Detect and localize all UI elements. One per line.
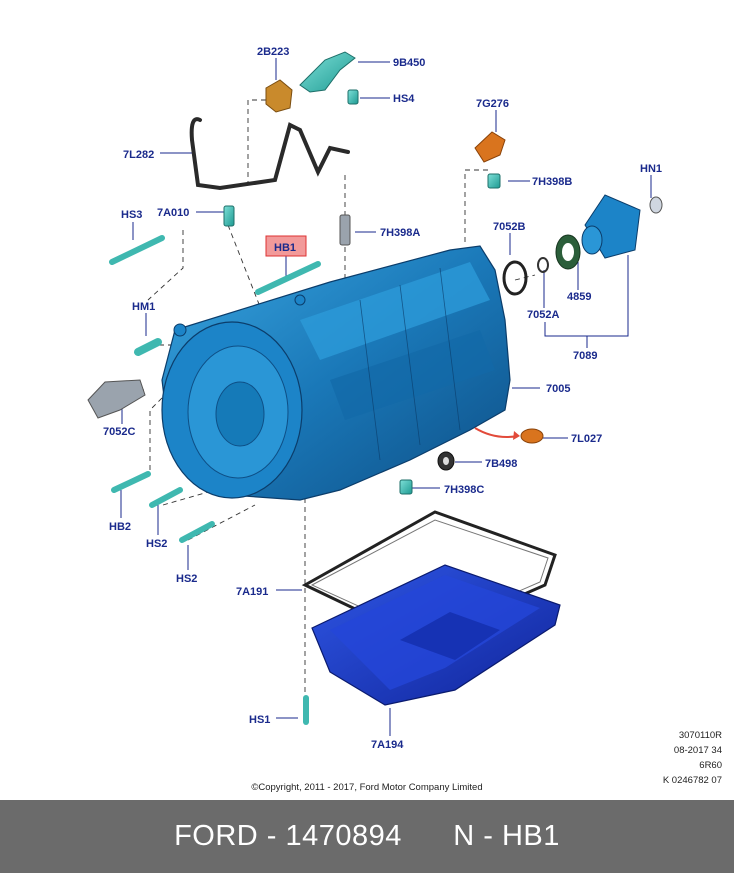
label-7H398B: 7H398B <box>532 176 572 188</box>
hb1-highlight <box>265 235 307 257</box>
part-HN1 <box>649 196 663 214</box>
label-HB1: HB1 <box>274 242 296 254</box>
label-7H398C: 7H398C <box>444 484 484 496</box>
part-7L027-plug <box>474 427 544 444</box>
label-HN1: HN1 <box>640 163 662 175</box>
oil-pan-assembly <box>301 510 561 706</box>
label-7A191: 7A191 <box>236 586 268 598</box>
label-7H398A: 7H398A <box>380 227 420 239</box>
label-7052B: 7052B <box>493 221 525 233</box>
copyright-notice: ©Copyright, 2011 - 2017, Ford Motor Comp… <box>251 782 483 793</box>
transmission-housing <box>161 245 511 501</box>
diagram-meta-line3: 6R60 <box>699 760 722 771</box>
part-HS2-bolt-b <box>179 521 215 543</box>
diagram-meta-line4: K 0246782 07 <box>662 775 722 786</box>
part-7B498 <box>437 451 455 471</box>
part-7G276 <box>474 131 506 163</box>
part-number-footer: FORD - 1470894 N - HB1 <box>0 800 734 873</box>
label-7A194: 7A194 <box>371 739 404 751</box>
label-7B498: 7B498 <box>485 458 517 470</box>
label-HS3: HS3 <box>121 209 142 221</box>
part-HS4 <box>347 89 359 105</box>
footer-part-code: N - HB1 <box>453 820 560 852</box>
leader-lines <box>120 58 652 736</box>
label-7L027: 7L027 <box>571 433 602 445</box>
part-7052C-bracket <box>87 379 146 419</box>
part-HS3-bolt <box>109 235 165 265</box>
label-HS1: HS1 <box>249 714 270 726</box>
label-7005: 7005 <box>546 383 570 395</box>
part-7052B-ring <box>502 260 528 296</box>
part-HM1 <box>134 338 162 356</box>
transmission-exploded-diagram: 2B223 9B450 HS4 7G276 7L282 7H398B HN1 H… <box>87 46 663 751</box>
label-4859: 4859 <box>567 291 591 303</box>
label-7G276: 7G276 <box>476 98 509 110</box>
diagram-meta-line2: 08-2017 34 <box>673 745 722 756</box>
label-7052A: 7052A <box>527 309 559 321</box>
label-7052C: 7052C <box>103 426 135 438</box>
label-7L282: 7L282 <box>123 149 154 161</box>
footer-part-number: FORD - 1470894 <box>174 820 402 852</box>
footer-spacer <box>402 820 453 853</box>
label-HS2-b: HS2 <box>176 573 197 585</box>
part-4859-seal <box>555 234 581 270</box>
label-HS2-a: HS2 <box>146 538 167 550</box>
part-7A010 <box>223 205 235 227</box>
part-HB2-bolt <box>111 471 151 493</box>
label-7A010: 7A010 <box>157 207 189 219</box>
part-7H398C <box>399 479 413 495</box>
part-2B223 <box>265 79 293 113</box>
label-2B223: 2B223 <box>257 46 289 58</box>
part-7089-output-flange <box>581 194 641 259</box>
part-7H398A <box>339 214 351 246</box>
part-7L282-cooler-tube <box>189 117 350 191</box>
label-7089: 7089 <box>573 350 597 362</box>
part-labels: 2B223 9B450 HS4 7G276 7L282 7H398B HN1 H… <box>103 46 662 751</box>
part-7052A-ring <box>537 257 549 273</box>
label-HS4: HS4 <box>393 93 415 105</box>
part-7H398B <box>487 173 501 189</box>
part-HS2-bolt-a <box>149 487 183 508</box>
part-9B450 <box>299 51 356 93</box>
diagram-meta-line1: 3070110R <box>678 730 722 741</box>
label-9B450: 9B450 <box>393 57 425 69</box>
part-HB1-bolt <box>255 261 321 295</box>
label-HM1: HM1 <box>132 301 155 313</box>
label-HB2: HB2 <box>109 521 131 533</box>
